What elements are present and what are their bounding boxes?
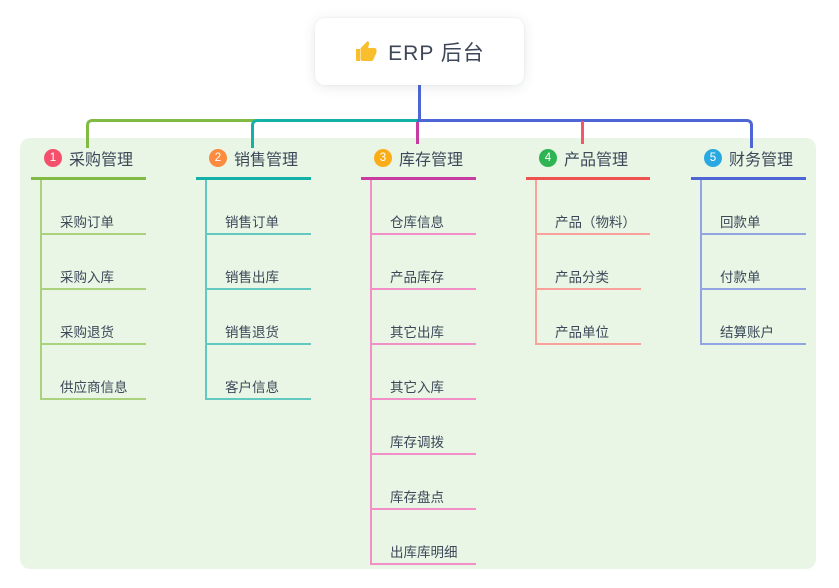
- branch-number-badge: 3: [374, 149, 392, 167]
- branch-finance: 5 财务管理 回款单 付款单 结算账户: [691, 146, 806, 345]
- branch-children: 销售订单 销售出库 销售退货 客户信息: [205, 180, 311, 400]
- root-node-label: ERP 后台: [388, 41, 485, 65]
- mindmap-child-node[interactable]: 结算账户: [702, 290, 806, 345]
- root-node[interactable]: ERP 后台: [315, 18, 524, 85]
- mindmap-child-node[interactable]: 付款单: [702, 235, 806, 290]
- mindmap-child-node[interactable]: 出库库明细: [372, 510, 476, 565]
- branch-title-node[interactable]: 2 销售管理: [196, 146, 311, 180]
- branch-title-node[interactable]: 1 采购管理: [31, 146, 146, 180]
- branch-label: 销售管理: [234, 152, 299, 169]
- root-connector-line: [418, 84, 421, 122]
- mindmap-child-node[interactable]: 产品分类: [537, 235, 641, 290]
- mindmap-child-node[interactable]: 销售出库: [207, 235, 311, 290]
- mindmap-child-node[interactable]: 其它出库: [372, 290, 476, 345]
- branch-purchase: 1 采购管理 采购订单 采购入库 采购退货 供应商信息: [31, 146, 146, 400]
- mindmap-child-node[interactable]: 产品单位: [537, 290, 641, 345]
- connector-segment-middle: [251, 119, 420, 148]
- branches-panel: [20, 138, 816, 569]
- connector-segment-right: [417, 119, 753, 148]
- branch-label: 库存管理: [399, 152, 464, 169]
- branch-inventory: 3 库存管理 仓库信息 产品库存 其它出库 其它入库 库存调拨 库存盘点 出库库…: [361, 146, 476, 565]
- branch-sales: 2 销售管理 销售订单 销售出库 销售退货 客户信息: [196, 146, 311, 400]
- mindmap-child-node[interactable]: 产品（物料）: [537, 180, 650, 235]
- branch-label: 采购管理: [69, 152, 134, 169]
- connector-drop-branch3: [416, 122, 419, 144]
- branch-number-badge: 1: [44, 149, 62, 167]
- branch-title-node[interactable]: 5 财务管理: [691, 146, 806, 180]
- mindmap-child-node[interactable]: 回款单: [702, 180, 806, 235]
- mindmap-child-node[interactable]: 销售退货: [207, 290, 311, 345]
- mindmap-child-node[interactable]: 客户信息: [207, 345, 311, 400]
- mindmap-child-node[interactable]: 供应商信息: [42, 345, 146, 400]
- mindmap-child-node[interactable]: 产品库存: [372, 235, 476, 290]
- thumbs-up-icon: [356, 40, 377, 61]
- mindmap-child-node[interactable]: 销售订单: [207, 180, 311, 235]
- connector-segment-left: [86, 119, 256, 148]
- branch-number-badge: 4: [539, 149, 557, 167]
- connector-drop-branch4: [581, 121, 584, 144]
- branch-label: 财务管理: [729, 152, 794, 169]
- branch-product: 4 产品管理 产品（物料） 产品分类 产品单位: [526, 146, 650, 345]
- branch-children: 回款单 付款单 结算账户: [700, 180, 806, 345]
- mindmap-child-node[interactable]: 采购入库: [42, 235, 146, 290]
- branch-number-badge: 5: [704, 149, 722, 167]
- branch-label: 产品管理: [564, 152, 629, 169]
- branch-title-node[interactable]: 4 产品管理: [526, 146, 650, 180]
- branch-number-badge: 2: [209, 149, 227, 167]
- mindmap-child-node[interactable]: 其它入库: [372, 345, 476, 400]
- mindmap-child-node[interactable]: 采购退货: [42, 290, 146, 345]
- mindmap-child-node[interactable]: 库存调拨: [372, 400, 476, 455]
- branch-children: 产品（物料） 产品分类 产品单位: [535, 180, 650, 345]
- branch-title-node[interactable]: 3 库存管理: [361, 146, 476, 180]
- mindmap-child-node[interactable]: 仓库信息: [372, 180, 476, 235]
- mindmap-child-node[interactable]: 采购订单: [42, 180, 146, 235]
- branch-children: 采购订单 采购入库 采购退货 供应商信息: [40, 180, 146, 400]
- mindmap-child-node[interactable]: 库存盘点: [372, 455, 476, 510]
- branch-children: 仓库信息 产品库存 其它出库 其它入库 库存调拨 库存盘点 出库库明细: [370, 180, 476, 565]
